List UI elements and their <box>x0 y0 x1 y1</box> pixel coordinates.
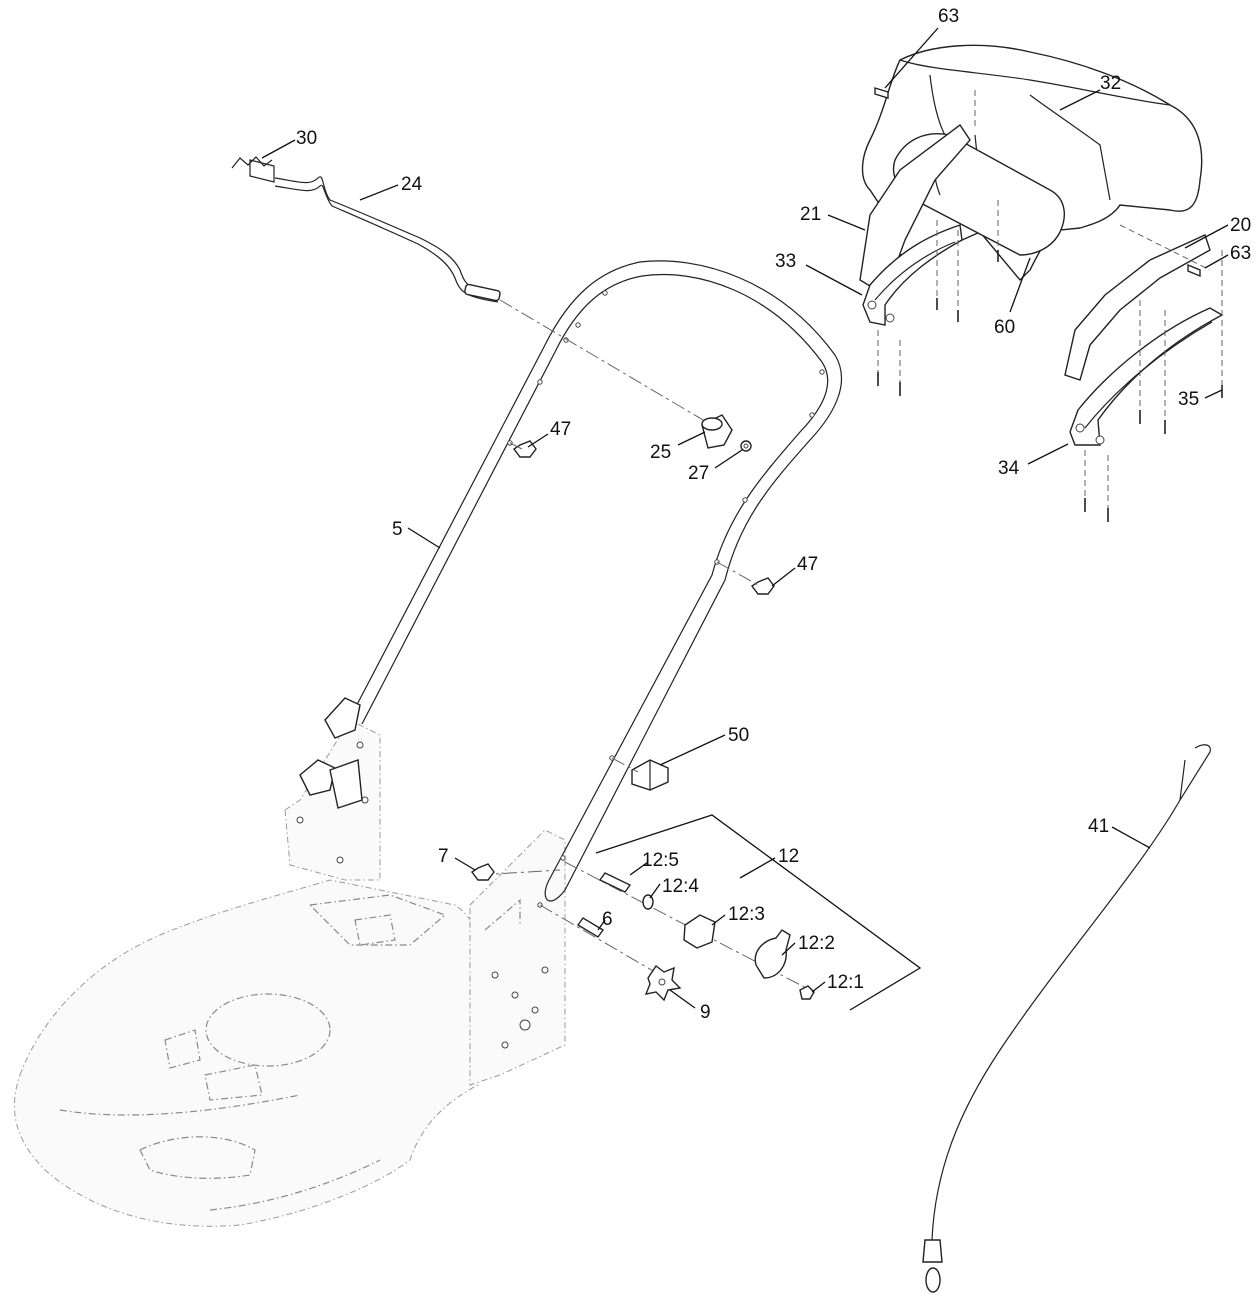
screws-part-35 <box>877 250 1223 522</box>
cable-clip-part-50 <box>631 759 669 791</box>
callout-20: 20 <box>1230 215 1251 236</box>
knob-part-9 <box>644 964 682 1002</box>
leader-lines <box>261 27 1229 1009</box>
callout-47-upper: 47 <box>550 419 571 440</box>
rod-part-24 <box>274 176 501 303</box>
callout-bracket-12 <box>595 814 922 1011</box>
callout-27: 27 <box>688 463 709 484</box>
callout-63-top: 63 <box>938 6 959 27</box>
bolt-part-12-5 <box>598 872 632 893</box>
callout-47-lower: 47 <box>797 554 818 575</box>
callout-50: 50 <box>728 725 749 746</box>
callout-63-right: 63 <box>1230 243 1251 264</box>
callout-12-5: 12:5 <box>642 850 679 871</box>
spring-part-30 <box>231 156 275 183</box>
callout-25: 25 <box>650 442 671 463</box>
callout-21: 21 <box>800 204 821 225</box>
callout-9: 9 <box>700 1002 711 1023</box>
side-panel-part-20 <box>1064 234 1211 381</box>
pin-part-6 <box>576 917 605 938</box>
callout-7: 7 <box>438 846 449 867</box>
lever-part-12-2 <box>754 929 791 979</box>
nut-part-7 <box>470 863 495 881</box>
callout-5: 5 <box>392 519 403 540</box>
left-pivot-knobs <box>299 697 363 809</box>
pin-part-63-right <box>1187 263 1201 278</box>
callout-12-3: 12:3 <box>728 904 765 925</box>
cap-part-12-1 <box>799 985 815 1000</box>
callout-30: 30 <box>296 128 317 149</box>
left-side-plate <box>284 719 381 881</box>
callout-24: 24 <box>401 174 423 195</box>
cable-part-41 <box>922 744 1211 1293</box>
callout-60: 60 <box>994 317 1015 338</box>
mower-deck <box>14 879 479 1227</box>
callout-12-1: 12:1 <box>827 972 864 993</box>
pin-part-63-top <box>874 87 889 99</box>
callout-12: 12 <box>778 846 799 867</box>
callout-6: 6 <box>602 909 613 930</box>
nut-part-47-lower <box>750 577 775 595</box>
callout-12-4: 12:4 <box>662 876 699 897</box>
bracket-part-25 <box>701 414 733 449</box>
callout-35: 35 <box>1178 389 1199 410</box>
callout-34: 34 <box>998 458 1020 479</box>
callout-33: 33 <box>775 251 796 272</box>
right-side-plate <box>469 829 566 1086</box>
handle-part-5 <box>349 260 843 908</box>
washer-part-27 <box>740 440 752 452</box>
block-part-12-3 <box>683 914 716 949</box>
callout-12-2: 12:2 <box>798 933 835 954</box>
callout-labels: 63 32 30 24 21 20 63 33 60 35 47 25 27 3… <box>296 6 1251 1023</box>
callout-41: 41 <box>1088 816 1109 837</box>
callout-32: 32 <box>1100 73 1121 94</box>
spacer-part-12-4 <box>642 894 654 910</box>
